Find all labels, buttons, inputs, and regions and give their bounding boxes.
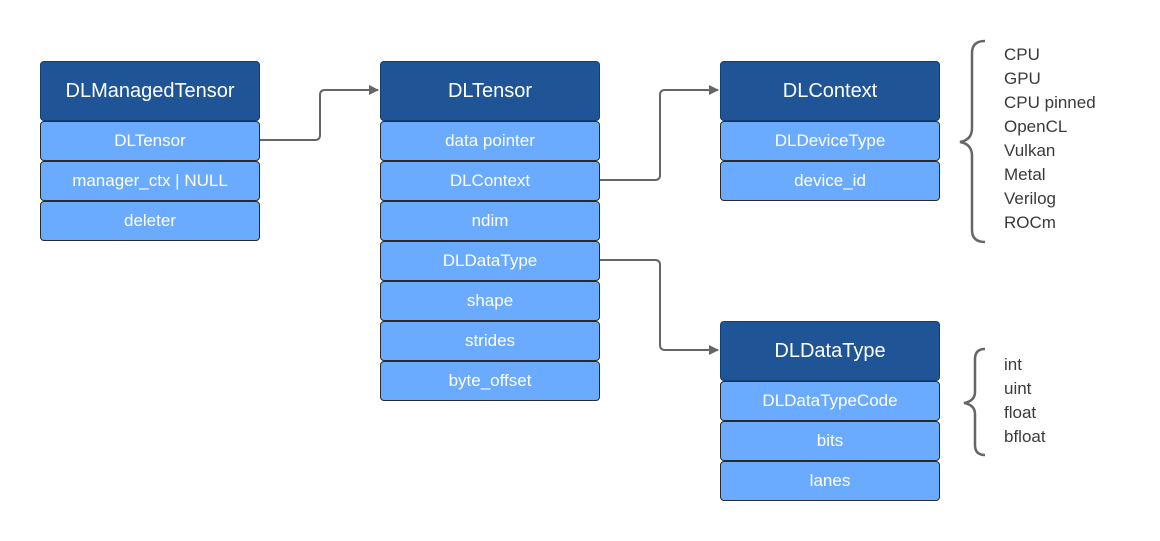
field-dldevicetype: DLDeviceType (720, 121, 940, 161)
connector-tensor-to-context (600, 85, 719, 181)
type-code-item: bfloat (1004, 427, 1046, 446)
struct-header: DLTensor (380, 61, 600, 121)
type-code-item: uint (1004, 379, 1032, 398)
connector-managed-to-tensor (260, 85, 379, 141)
field-device-id: device_id (720, 161, 940, 201)
brace-device-types (959, 39, 986, 244)
device-type-item: CPU pinned (1004, 93, 1096, 112)
field-dltensor: DLTensor (40, 121, 260, 161)
device-type-list: CPU GPU CPU pinned OpenCL Vulkan Metal V… (1004, 43, 1096, 235)
field-dldatatype: DLDataType (380, 241, 600, 281)
type-code-list: int uint float bfloat (1004, 353, 1046, 449)
device-type-item: ROCm (1004, 213, 1056, 232)
field-shape: shape (380, 281, 600, 321)
type-code-item: int (1004, 355, 1022, 374)
field-dlcontext: DLContext (380, 161, 600, 201)
device-type-item: GPU (1004, 69, 1041, 88)
brace-type-codes (963, 347, 986, 457)
connector-tensor-to-datatype (600, 259, 719, 355)
field-byte-offset: byte_offset (380, 361, 600, 401)
field-manager-ctx: manager_ctx | NULL (40, 161, 260, 201)
dlcontext-struct: DLContext DLDeviceType device_id (720, 61, 940, 201)
dlmanagedtensor-struct: DLManagedTensor DLTensor manager_ctx | N… (40, 61, 260, 241)
type-code-item: float (1004, 403, 1037, 422)
dldatatype-struct: DLDataType DLDataTypeCode bits lanes (720, 321, 940, 501)
field-lanes: lanes (720, 461, 940, 501)
device-type-item: Metal (1004, 165, 1046, 184)
field-dldatatypecode: DLDataTypeCode (720, 381, 940, 421)
device-type-item: CPU (1004, 45, 1040, 64)
struct-header: DLManagedTensor (40, 61, 260, 121)
dltensor-struct: DLTensor data pointer DLContext ndim DLD… (380, 61, 600, 401)
device-type-item: Vulkan (1004, 141, 1056, 160)
field-deleter: deleter (40, 201, 260, 241)
field-strides: strides (380, 321, 600, 361)
device-type-item: Verilog (1004, 189, 1056, 208)
device-type-item: OpenCL (1004, 117, 1068, 136)
struct-header: DLContext (720, 61, 940, 121)
struct-header: DLDataType (720, 321, 940, 381)
field-bits: bits (720, 421, 940, 461)
field-data-pointer: data pointer (380, 121, 600, 161)
field-ndim: ndim (380, 201, 600, 241)
